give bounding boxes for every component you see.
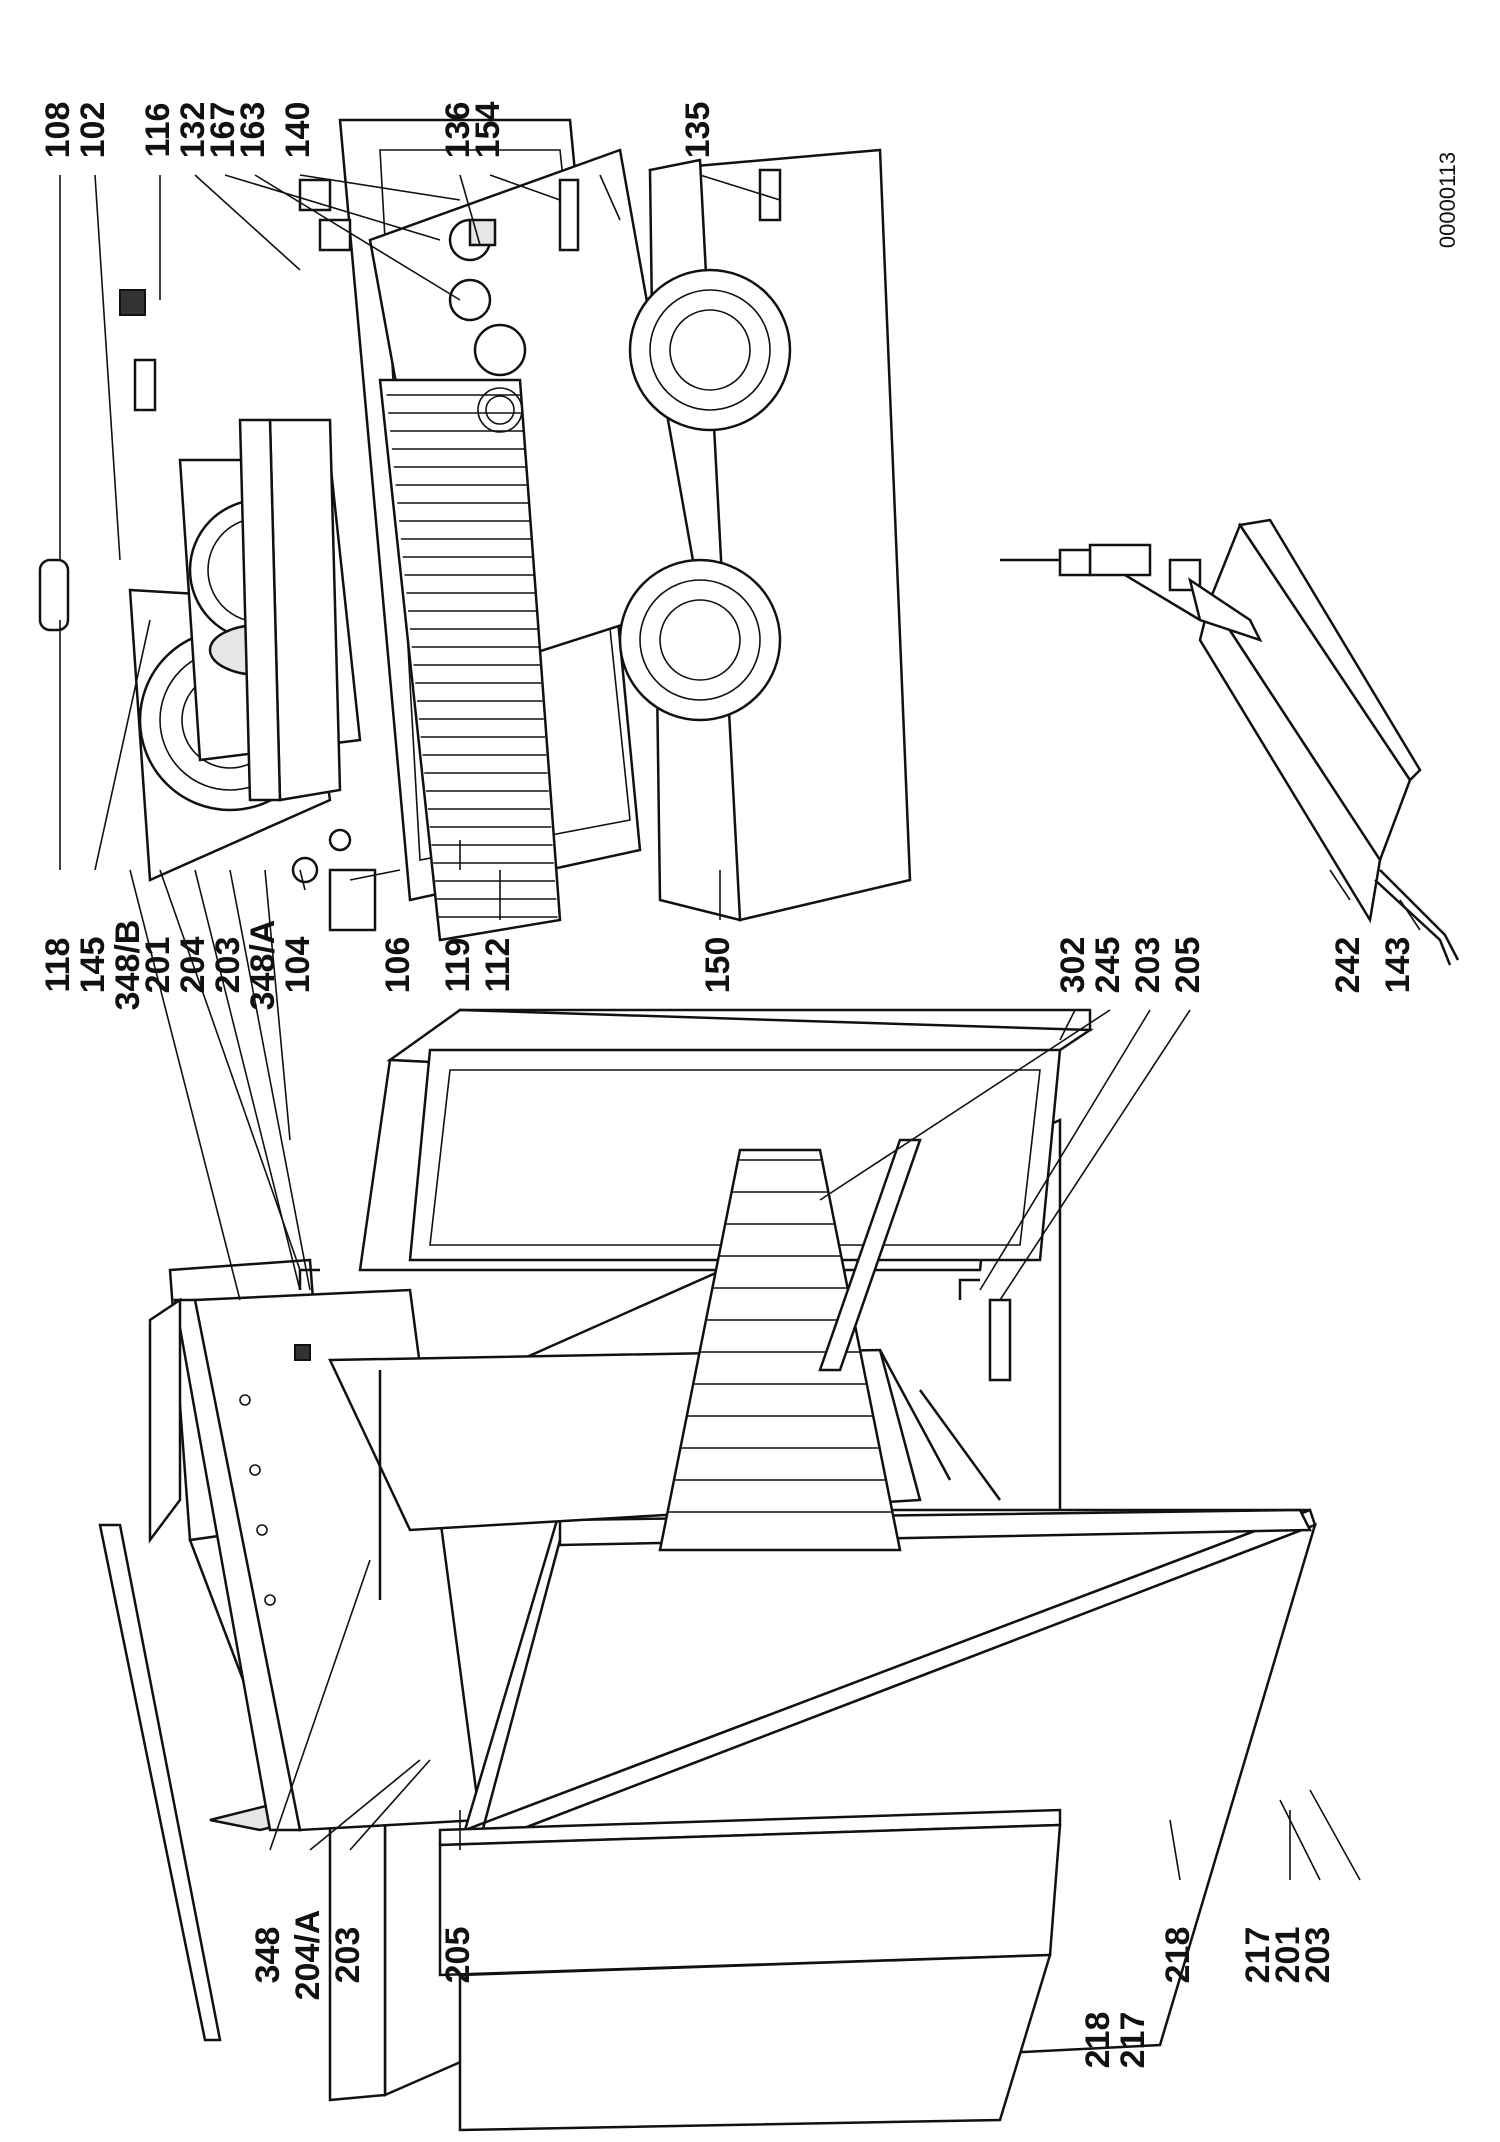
callout-242: 242 — [1329, 937, 1367, 994]
callout-145: 145 — [74, 937, 112, 994]
cabinet-right-door — [438, 1808, 1062, 2132]
callout-203: 203 — [1299, 1927, 1337, 1984]
power-cable — [1374, 869, 1460, 966]
condenser-coil — [378, 378, 562, 942]
callout-132: 132 — [174, 102, 212, 159]
drain-pipe — [1000, 543, 1263, 643]
callout-116: 116 — [139, 103, 177, 158]
top-fan-grilles — [618, 268, 792, 722]
callout-218: 218 — [1159, 1927, 1197, 1984]
wire-shelf — [658, 1148, 902, 1552]
callout-218: 218 — [1079, 2012, 1117, 2069]
callout-201: 201 — [139, 937, 177, 994]
callout-119: 119 — [439, 938, 477, 993]
callout-205: 205 — [1169, 937, 1207, 994]
callout-204: 204 — [174, 937, 212, 994]
callout-140: 140 — [279, 102, 317, 159]
drawing-code: 00000113 — [1435, 152, 1460, 248]
callout-102: 102 — [74, 102, 112, 159]
shelf-rail — [818, 1138, 922, 1372]
callout-106: 106 — [379, 937, 417, 994]
callout-118: 118 — [39, 938, 77, 993]
callout-143: 143 — [1379, 937, 1417, 994]
callout-302: 302 — [1054, 937, 1092, 994]
callout-217: 217 — [1114, 2012, 1152, 2069]
callout-167: 167 — [204, 102, 242, 159]
callout-245: 245 — [1089, 937, 1127, 994]
callout-204-a: 204/A — [289, 1910, 327, 2001]
callout-154: 154 — [469, 102, 507, 159]
compressor-base-frame — [238, 418, 342, 802]
callout-348-b: 348/B — [109, 920, 147, 1011]
callout-150: 150 — [699, 937, 737, 994]
callout-203: 203 — [1129, 937, 1167, 994]
leader-lines — [59, 174, 1421, 1881]
callout-108: 108 — [39, 102, 77, 159]
callout-201: 201 — [1269, 1927, 1307, 1984]
callout-135: 135 — [679, 102, 717, 159]
drain-tray — [1198, 518, 1422, 924]
callout-205: 205 — [439, 1927, 477, 1984]
control-components — [298, 168, 782, 433]
callout-163: 163 — [234, 102, 272, 159]
callout-217: 217 — [1239, 1927, 1277, 1984]
callout-104: 104 — [279, 937, 317, 994]
callout-203: 203 — [209, 937, 247, 994]
callout-112: 112 — [479, 938, 517, 993]
callout-348: 348 — [249, 1927, 287, 1984]
cabinet-side-trim — [98, 1297, 222, 2042]
callout-136: 136 — [439, 102, 477, 159]
callout-348-a: 348/A — [244, 920, 282, 1011]
callout-203: 203 — [329, 1927, 367, 1984]
